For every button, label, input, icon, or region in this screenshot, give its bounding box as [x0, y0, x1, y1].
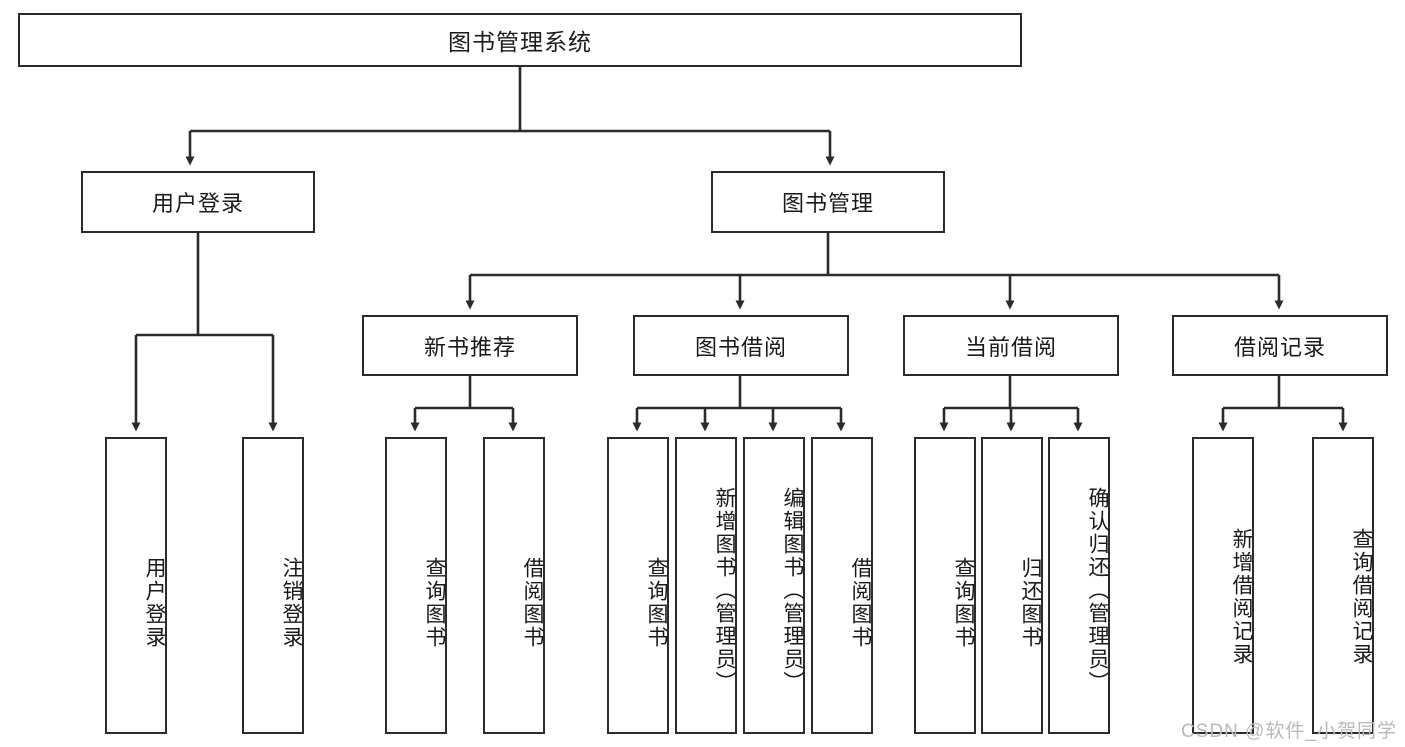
leaf-query-book-2[interactable]: 查询图书 — [607, 437, 669, 734]
node-user-login[interactable]: 用户登录 — [81, 171, 315, 233]
leaf-label: 归还图书 — [1019, 556, 1042, 649]
leaf-query-book-3[interactable]: 查询图书 — [914, 437, 976, 734]
leaf-label: 新增借阅记录 — [1230, 527, 1253, 666]
leaf-label: 注销登录 — [280, 556, 303, 649]
leaf-label: 编辑图书（管理员） — [781, 487, 804, 694]
leaf-label: 新增图书（管理员） — [713, 487, 736, 694]
node-root-system[interactable]: 图书管理系统 — [18, 13, 1022, 67]
leaf-return-book[interactable]: 归还图书 — [981, 437, 1043, 734]
leaf-label: 查询借阅记录 — [1350, 527, 1373, 666]
leaf-confirm-return[interactable]: 确认归还（管理员） — [1048, 437, 1110, 734]
node-new-book-recommend[interactable]: 新书推荐 — [362, 315, 578, 376]
leaf-add-book[interactable]: 新增图书（管理员） — [675, 437, 737, 734]
leaf-add-record[interactable]: 新增借阅记录 — [1192, 437, 1254, 734]
node-book-borrow[interactable]: 图书借阅 — [633, 315, 849, 376]
leaf-user-login[interactable]: 用户登录 — [105, 437, 167, 734]
leaf-label: 借阅图书 — [849, 556, 872, 649]
leaf-edit-book[interactable]: 编辑图书（管理员） — [743, 437, 805, 734]
csdn-watermark: CSDN @软件_小贺同学 — [1181, 721, 1397, 742]
leaf-query-record[interactable]: 查询借阅记录 — [1312, 437, 1374, 734]
leaf-label: 确认归还（管理员） — [1086, 487, 1109, 694]
leaf-borrow-book-1[interactable]: 借阅图书 — [483, 437, 545, 734]
node-book-management[interactable]: 图书管理 — [711, 171, 945, 233]
leaf-label: 用户登录 — [143, 556, 166, 649]
leaf-label: 借阅图书 — [521, 556, 544, 649]
node-borrow-record[interactable]: 借阅记录 — [1172, 315, 1388, 376]
node-current-borrow[interactable]: 当前借阅 — [903, 315, 1119, 376]
leaf-label: 查询图书 — [645, 556, 668, 649]
leaf-label: 查询图书 — [423, 556, 446, 649]
leaf-borrow-book-2[interactable]: 借阅图书 — [811, 437, 873, 734]
leaf-logout-login[interactable]: 注销登录 — [242, 437, 304, 734]
leaf-query-book-1[interactable]: 查询图书 — [385, 437, 447, 734]
leaf-label: 查询图书 — [952, 556, 975, 649]
